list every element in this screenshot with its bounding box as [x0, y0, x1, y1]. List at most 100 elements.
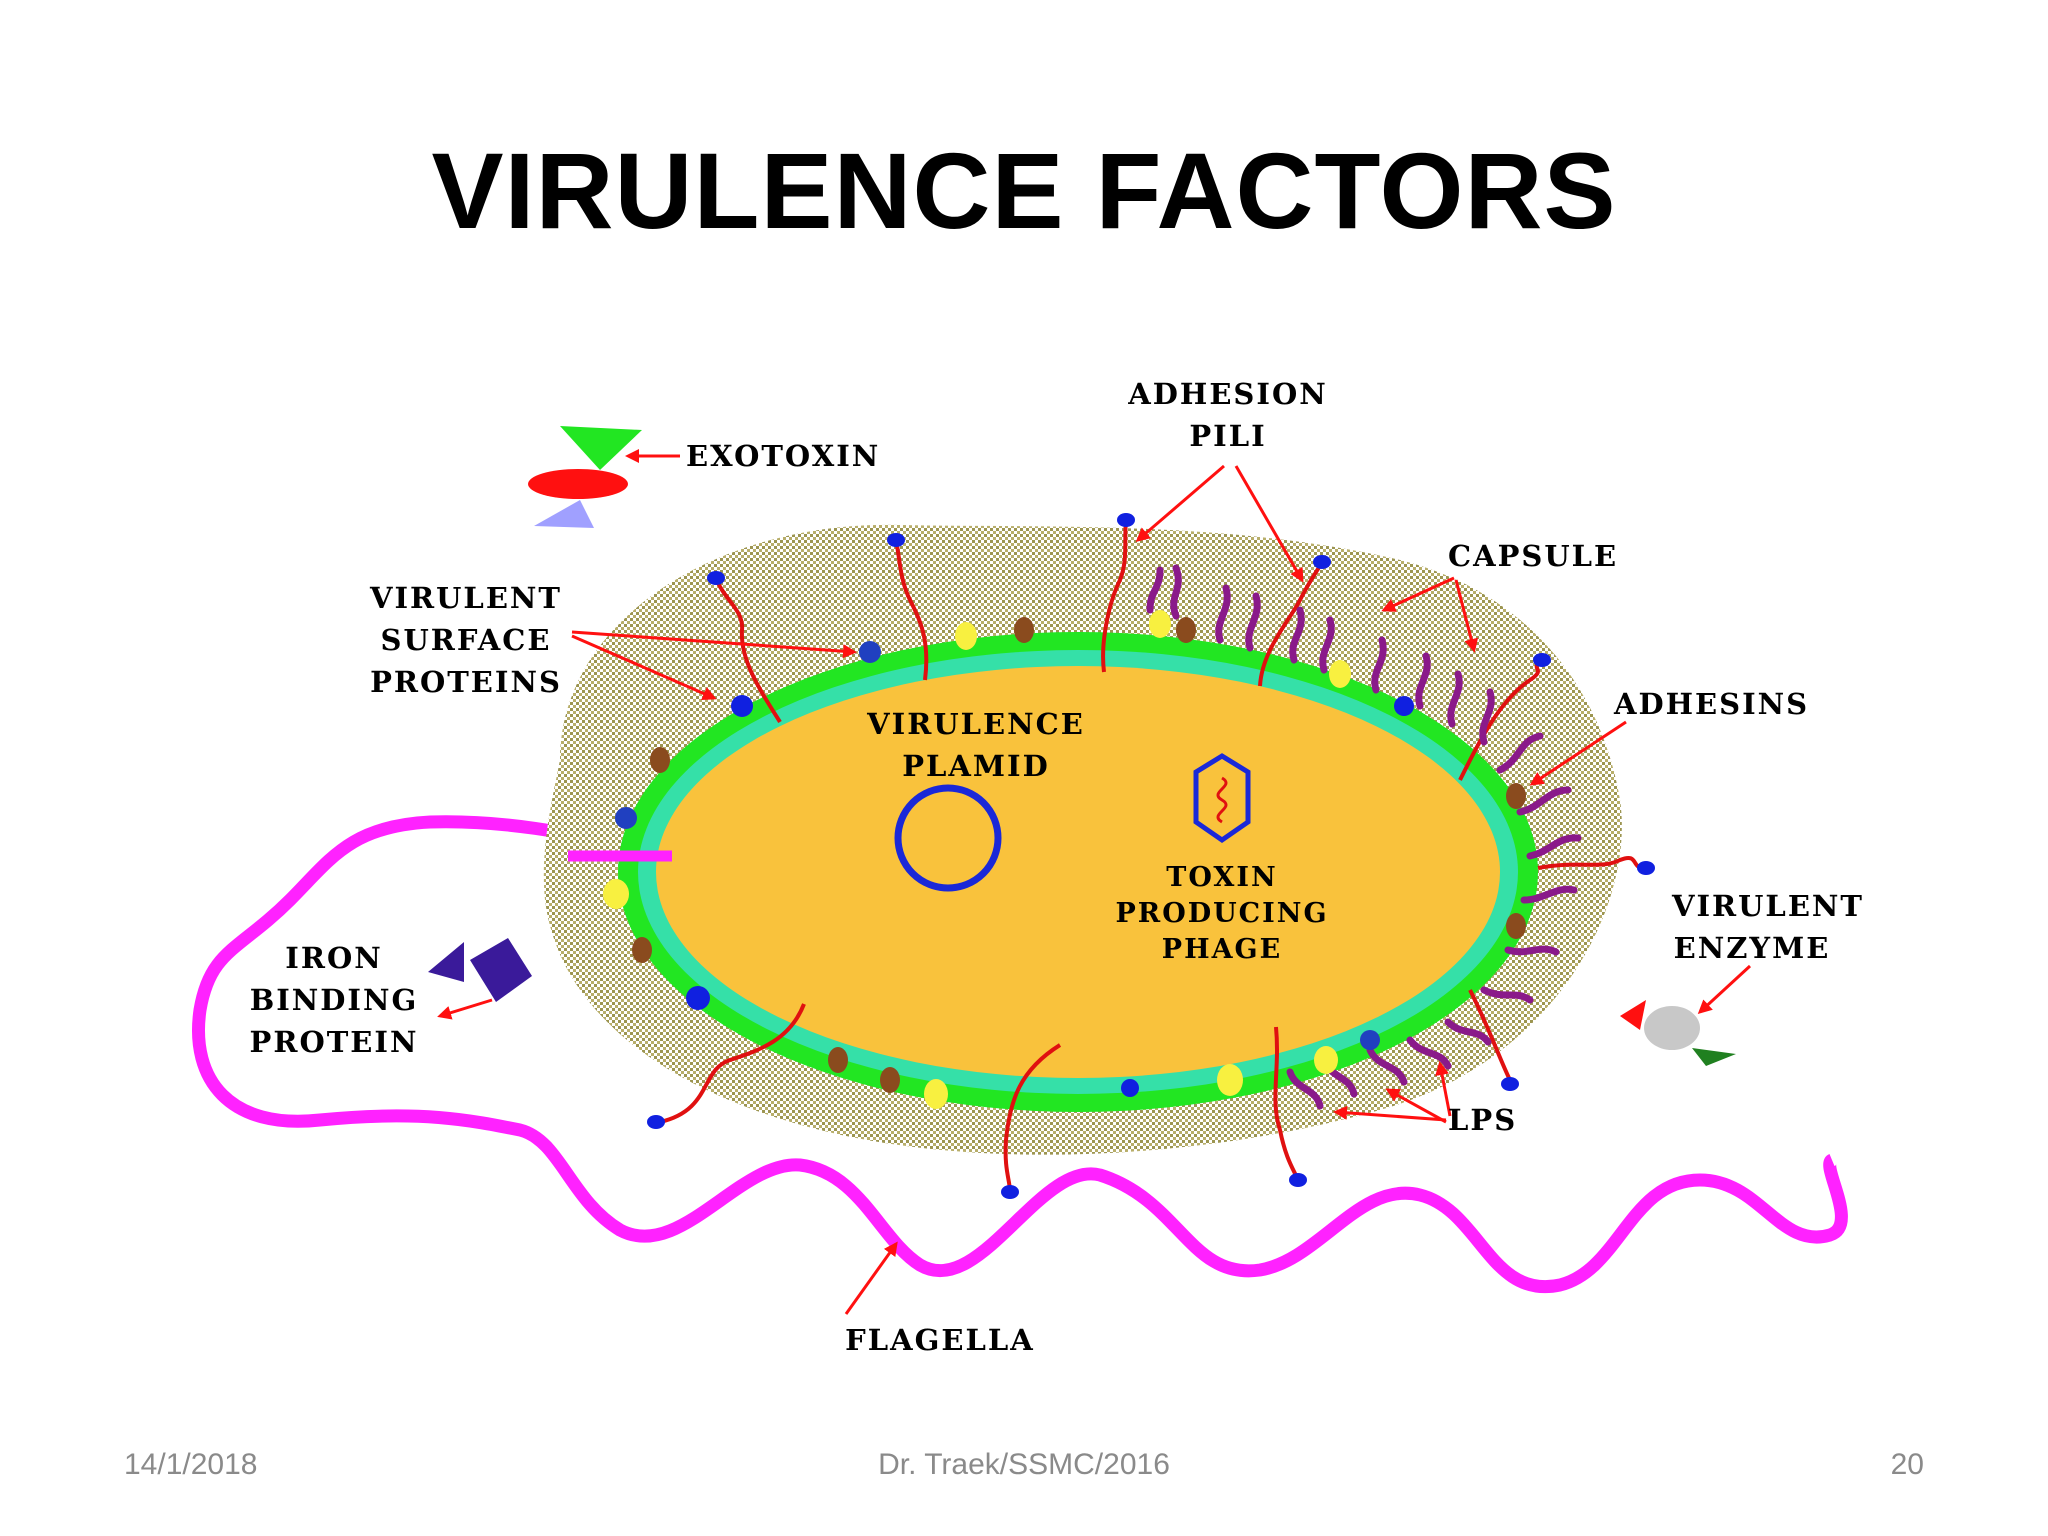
- iron-binding-part: [428, 942, 464, 982]
- label-surface-proteins-line3: PROTEINS: [370, 665, 562, 699]
- iron-binding-protein-icon: [428, 938, 532, 1002]
- pilus: [1258, 561, 1324, 687]
- granule: [924, 1079, 948, 1109]
- exotoxin-blue-part: [534, 500, 594, 528]
- label-plasmid-line1: VIRULENCE: [866, 707, 1085, 741]
- granule: [615, 807, 637, 829]
- arrow-lps-1: [1333, 1105, 1447, 1122]
- lps-strand: [1447, 670, 1463, 728]
- arrow-capsule-right: [1454, 579, 1479, 653]
- pilus-tip: [887, 533, 905, 547]
- lps-strand: [1526, 834, 1582, 860]
- granule: [632, 937, 652, 963]
- lps-strand: [1520, 885, 1578, 904]
- pilus-tip: [1117, 513, 1135, 527]
- granule: [859, 641, 881, 663]
- label-iron-line1: IRON: [285, 941, 382, 975]
- label-phage-line3: PHAGE: [1162, 934, 1282, 965]
- label-iron-line3: PROTEIN: [250, 1025, 419, 1059]
- pilus: [1468, 989, 1512, 1081]
- phage-capsid: [1193, 753, 1251, 844]
- footer-date: 14/1/2018: [124, 1448, 258, 1481]
- pilus-tip: [1501, 1077, 1519, 1091]
- lps-strand: [1245, 592, 1261, 652]
- granule: [880, 1067, 900, 1093]
- label-adhesion-pili-line1: ADHESION: [1127, 377, 1327, 411]
- granule: [1394, 696, 1414, 716]
- pilus-tip: [647, 1115, 665, 1129]
- lps-group: [1146, 564, 1582, 1110]
- arrow-surface-proteins-1: [571, 630, 857, 659]
- granule: [686, 986, 710, 1010]
- arrow-enzyme: [1697, 964, 1752, 1015]
- granule: [1314, 1046, 1338, 1074]
- cytoplasm: [656, 666, 1500, 1078]
- pilus: [1101, 519, 1128, 673]
- arrow-flagella: [844, 1241, 898, 1315]
- pilus-tip: [1637, 861, 1655, 875]
- label-phage-line1: TOXIN: [1166, 862, 1277, 893]
- granule: [1329, 660, 1351, 688]
- lps-strand: [1415, 652, 1431, 710]
- granule: [1149, 610, 1171, 638]
- exotoxin-green-part: [560, 426, 642, 470]
- lps-strand: [1516, 786, 1572, 816]
- granule: [1121, 1079, 1139, 1097]
- lps-strand: [1289, 606, 1305, 664]
- pilus: [1273, 1026, 1300, 1181]
- label-iron-line2: BINDING: [250, 983, 419, 1017]
- granule: [1217, 1064, 1243, 1096]
- arrow-lps-3: [1435, 1061, 1452, 1117]
- flagella-strand: [192, 815, 1848, 1294]
- phage-dna: [1216, 776, 1228, 824]
- diagram-labels: EXOTOXIN ADHESION PILI CAPSULE VIRULENT …: [250, 377, 1864, 1357]
- arrow-adhesins: [1529, 720, 1627, 786]
- enzyme-red-part: [1620, 1000, 1646, 1030]
- label-enzyme-line1: VIRULENT: [1671, 889, 1864, 923]
- granule: [650, 747, 670, 773]
- arrow-surface-proteins-2: [571, 634, 717, 701]
- pilus: [894, 539, 929, 681]
- arrow-lps-2: [1385, 1088, 1447, 1124]
- slide-title: VIRULENCE FACTORS: [431, 130, 1617, 251]
- granule: [603, 879, 629, 909]
- label-adhesins: ADHESINS: [1613, 687, 1809, 721]
- arrow-pili-left: [1135, 464, 1225, 542]
- label-arrows: [437, 449, 1752, 1315]
- granule: [1014, 617, 1034, 643]
- granule: [731, 695, 753, 717]
- label-flagella: FLAGELLA: [845, 1323, 1035, 1357]
- pilus-tip: [1313, 555, 1331, 569]
- lps-strand: [1286, 1068, 1324, 1110]
- lps-strand: [1504, 945, 1560, 956]
- lps-strand: [1319, 616, 1335, 674]
- footer-author: Dr. Traek/SSMC/2016: [878, 1448, 1170, 1481]
- virulent-enzyme-icon: [1620, 1000, 1736, 1066]
- granule: [828, 1047, 848, 1073]
- label-lps: LPS: [1448, 1103, 1517, 1137]
- lps-strand: [1480, 986, 1534, 1004]
- lps-strand: [1371, 636, 1387, 694]
- lps-strand: [1444, 1018, 1492, 1046]
- granule: [1176, 617, 1196, 643]
- label-surface-proteins-line1: VIRULENT: [369, 581, 562, 615]
- label-capsule: CAPSULE: [1448, 539, 1618, 573]
- exotoxin-icon: [528, 426, 642, 528]
- pilus: [659, 1003, 806, 1124]
- lps-strand: [1146, 566, 1164, 614]
- label-exotoxin: EXOTOXIN: [686, 439, 880, 473]
- label-phage-line2: PRODUCING: [1115, 898, 1328, 929]
- surface-granules: [603, 610, 1526, 1109]
- granule: [1360, 1030, 1380, 1050]
- granule: [955, 622, 977, 650]
- lps-strand: [1215, 584, 1231, 644]
- arrow-pili-right: [1234, 465, 1304, 583]
- footer-page-number: 20: [1890, 1448, 1924, 1481]
- pilus: [1003, 1043, 1062, 1193]
- label-adhesion-pili-line2: PILI: [1189, 419, 1266, 453]
- enzyme-body: [1644, 1006, 1700, 1050]
- arrow-iron: [437, 998, 493, 1020]
- granule: [1506, 783, 1526, 809]
